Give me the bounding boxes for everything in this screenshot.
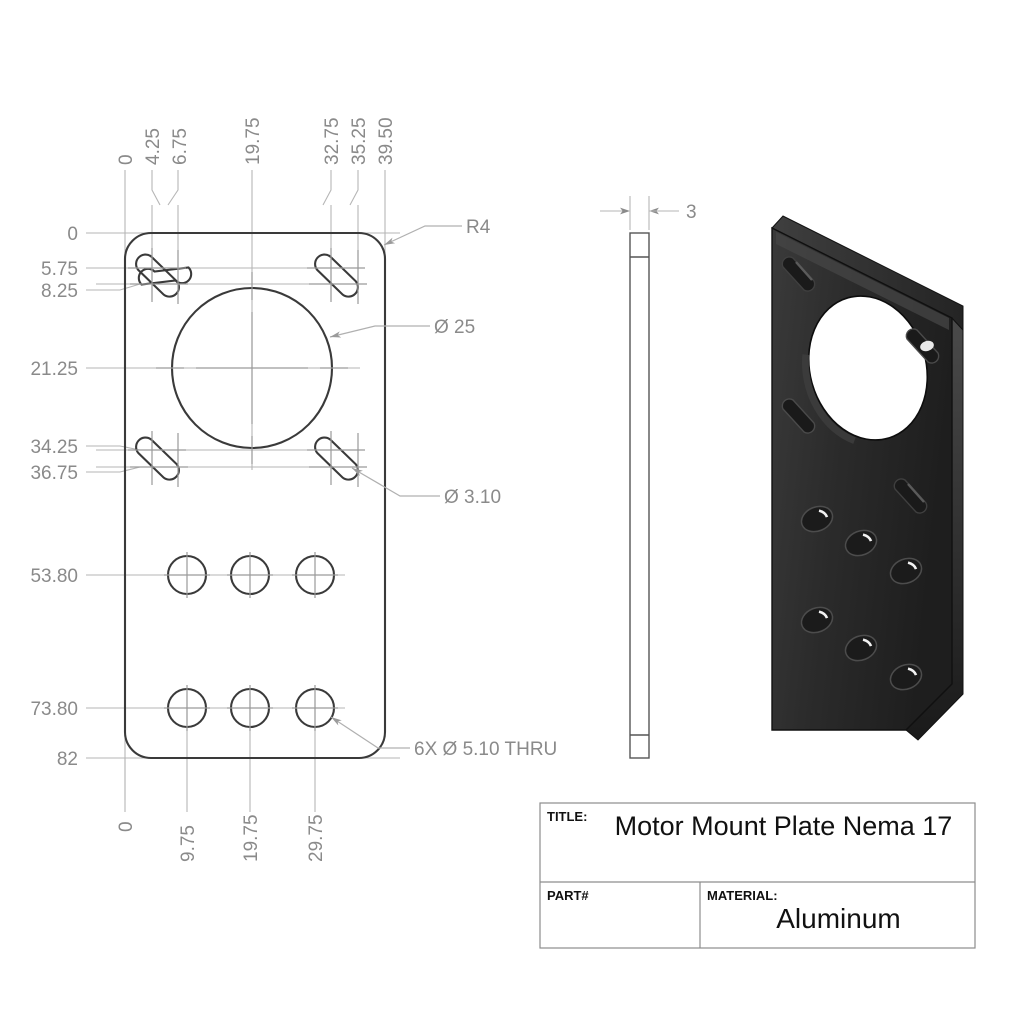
center-bore-callout: Ø 25: [434, 317, 475, 338]
ordinate-label: 82: [57, 749, 78, 770]
title-value: Motor Mount Plate Nema 17: [614, 811, 953, 841]
through-hole-grid: [164, 552, 338, 731]
iso-through-hole: [889, 663, 923, 691]
ordinate-label: 9.75: [178, 825, 199, 862]
callout-leaders: [329, 225, 462, 749]
ordinate-label: 32.75: [322, 117, 343, 165]
ordinate-label: 6.75: [170, 128, 191, 165]
six-hole-callout: 6X Ø 5.10 THRU: [414, 739, 557, 760]
iso-slot-hole: [893, 478, 928, 514]
through-hole: [292, 685, 338, 731]
left-ordinate-extension-lines: [86, 232, 400, 759]
ordinate-label: 19.75: [241, 814, 262, 862]
iso-slot-hole: [905, 328, 940, 364]
through-hole: [227, 552, 273, 598]
iso-through-hole: [844, 529, 878, 557]
through-hole: [164, 685, 210, 731]
title-label: TITLE:: [547, 809, 587, 824]
ordinate-label: 73.80: [30, 699, 78, 720]
ordinate-label: 19.75: [243, 117, 264, 165]
ordinate-label: 4.25: [143, 128, 164, 165]
ordinate-label: 29.75: [306, 814, 327, 862]
iso-slot-hole: [781, 398, 816, 434]
plate-outline: [123, 231, 387, 760]
iso-through-hole: [800, 606, 834, 634]
ordinate-label: 5.75: [41, 259, 78, 280]
ordinate-label: 0: [116, 154, 137, 165]
ordinate-label: 8.25: [41, 281, 78, 302]
material-label: MATERIAL:: [707, 888, 778, 903]
iso-slot-hole: [781, 256, 816, 292]
center-bore-centermark: [156, 272, 348, 464]
ordinate-label: 35.25: [349, 117, 370, 165]
ordinate-label: 34.25: [30, 437, 78, 458]
ordinate-label: 0: [116, 821, 137, 832]
through-hole: [164, 552, 210, 598]
slot-hole-callout: Ø 3.10: [444, 487, 501, 508]
thickness-label: 3: [686, 202, 697, 223]
thickness-dimension: [600, 196, 679, 230]
slot-hole-top-left: [128, 248, 193, 304]
slot-hole-bottom-left: [128, 431, 188, 487]
ordinate-label: 39.50: [376, 117, 397, 165]
material-value: Aluminum: [776, 903, 901, 934]
iso-through-hole: [800, 505, 834, 533]
iso-through-hole: [844, 634, 878, 662]
side-view-outline: [629, 232, 650, 759]
corner-radius-callout: R4: [466, 217, 491, 238]
through-hole: [227, 685, 273, 731]
through-hole: [292, 552, 338, 598]
part-label: PART#: [547, 888, 589, 903]
iso-through-hole: [889, 557, 923, 585]
ordinate-label: 36.75: [30, 463, 78, 484]
ordinate-label: 21.25: [30, 359, 78, 380]
ordinate-label: 53.80: [30, 566, 78, 587]
iso-features: [776, 232, 949, 691]
slot-hole-top-right: [307, 248, 367, 304]
ordinate-label: 0: [67, 224, 78, 245]
